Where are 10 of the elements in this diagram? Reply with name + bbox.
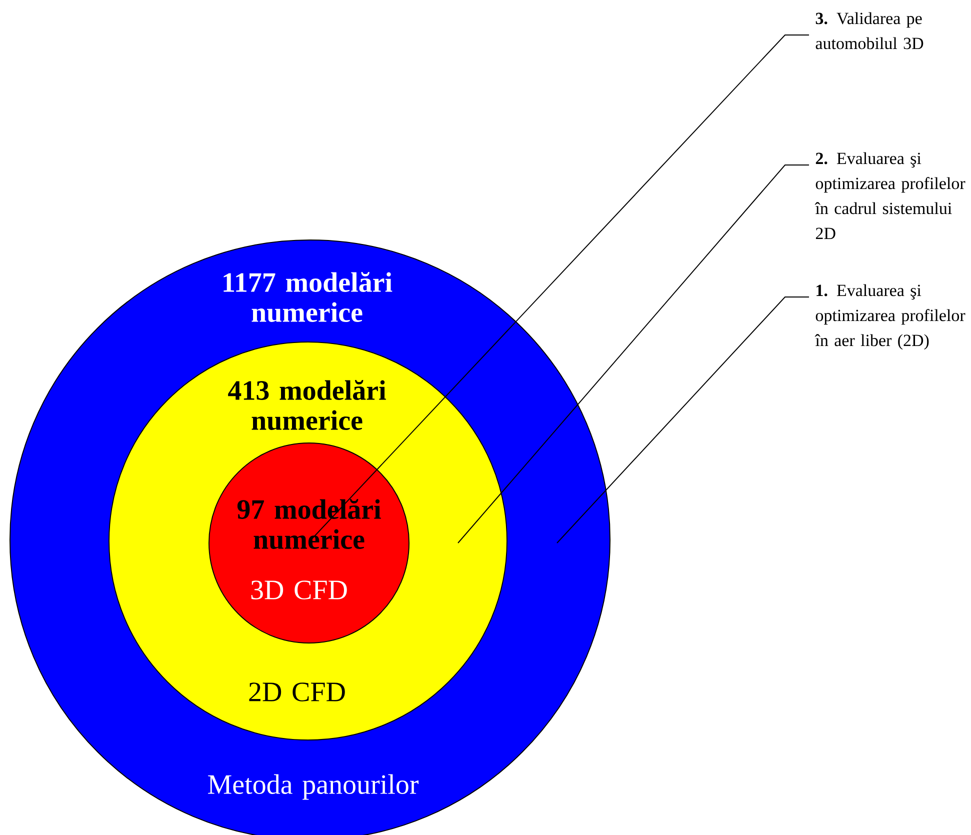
callout-text: 1. Evaluarea şi optimizarea profilelor în aer liber (2D): [814, 284, 966, 350]
circle-label: 3D CFD: [251, 580, 347, 600]
leader-line: [556, 296, 810, 544]
circle-label: 413 modelări numerice: [228, 380, 386, 430]
circle-label: Metoda panourilor: [208, 774, 419, 800]
circle-label: 1177 modelări numerice: [224, 272, 392, 322]
circle-label: 2D CFD: [249, 682, 345, 702]
leader-line: [458, 164, 810, 544]
callout-text: 3. Validarea pe automobilul 3D: [816, 12, 924, 50]
callout-text: 2. Evaluarea şi optimizarea profilelor în cadrul sistemului 2D: [814, 152, 966, 240]
